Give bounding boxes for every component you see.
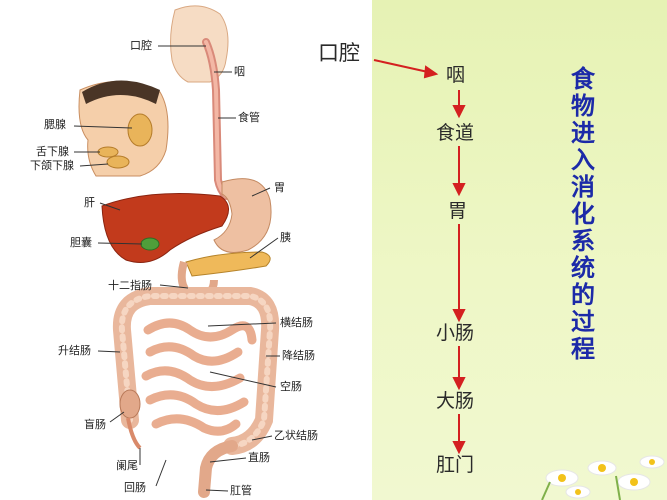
label-anal-canal: 肛管 <box>230 484 252 497</box>
flow-start: 口腔 <box>318 41 360 65</box>
flow-panel <box>372 0 667 500</box>
label-esophagus: 食管 <box>238 111 260 124</box>
label-submandibular: 下颌下腺 <box>30 159 74 172</box>
label-transverse-colon: 横结肠 <box>280 316 313 329</box>
rectum <box>198 440 238 498</box>
arrow-mouth-to-pharynx <box>373 59 429 73</box>
label-pancreas: 胰 <box>280 231 291 244</box>
flow-step-large-intestine: 大肠 <box>436 390 475 412</box>
flow-step-small-intestine: 小肠 <box>436 322 475 344</box>
label-ileum: 回肠 <box>124 481 146 494</box>
label-pharynx: 咽 <box>234 65 245 78</box>
label-liver: 肝 <box>84 196 95 209</box>
label-stomach: 胃 <box>274 181 285 194</box>
label-gallbladder: 胆囊 <box>70 236 92 249</box>
flow-step-esophagus: 食道 <box>436 122 475 144</box>
small-intestine <box>141 318 257 436</box>
label-ascending-colon: 升结肠 <box>58 344 91 357</box>
anatomy-panel: 口腔 咽 食管 腮腺 舌下腺 下颌下腺 胃 肝 胰 胆囊 十二指肠 横结肠 升结… <box>30 5 318 498</box>
appendix <box>126 417 142 450</box>
flow-step-stomach: 胃 <box>448 200 468 222</box>
label-rectum: 直肠 <box>248 451 270 464</box>
flow-title: 食物进入消化系统的过程 <box>571 65 595 363</box>
label-appendix: 阑尾 <box>116 459 138 472</box>
label-sublingual: 舌下腺 <box>36 145 69 158</box>
liver <box>101 193 229 263</box>
parotid-gland <box>127 113 153 147</box>
label-duodenum: 十二指肠 <box>108 279 152 292</box>
label-sigmoid-colon: 乙状结肠 <box>274 429 318 442</box>
label-jejunum: 空肠 <box>280 380 302 393</box>
pancreas <box>185 251 271 277</box>
leader-lines <box>73 45 280 492</box>
flow-step-pharynx: 咽 <box>446 64 466 86</box>
digestive-system-illustration <box>73 5 280 498</box>
stomach <box>213 178 272 253</box>
label-descending-colon: 降结肠 <box>282 349 315 362</box>
hair <box>82 80 160 104</box>
flow-step-anus: 肛门 <box>436 454 475 476</box>
flower-decoration <box>541 455 665 500</box>
label-cecum: 盲肠 <box>84 418 106 431</box>
submandibular-gland <box>106 155 130 169</box>
label-mouth: 口腔 <box>130 39 152 52</box>
label-parotid: 腮腺 <box>44 118 66 131</box>
